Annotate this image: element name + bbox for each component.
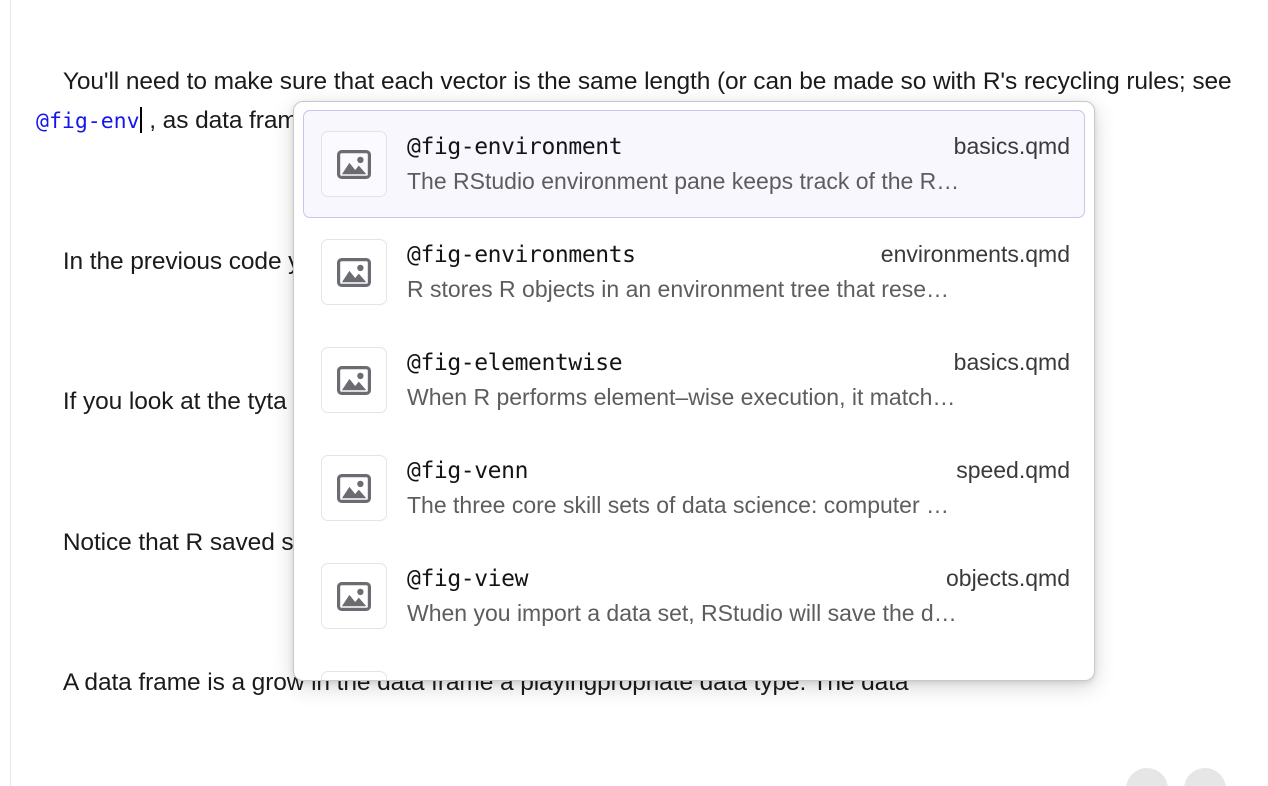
xref-item-description: When R performs element–wise execution, … — [407, 384, 956, 410]
cross-reference-token[interactable]: @fig-env — [36, 109, 140, 134]
xref-item-description: The RStudio environment pane keeps track… — [407, 168, 960, 194]
xref-item-file: basics.qmd — [953, 349, 1070, 375]
xref-item-description: When you import a data set, RStudio will… — [407, 600, 957, 626]
xref-item-title: @fig-venn — [407, 458, 529, 484]
xref-item-description: The three core skill sets of data scienc… — [407, 492, 950, 518]
image-placeholder-icon — [321, 347, 387, 413]
xref-item-file: environments.qmd — [880, 241, 1070, 267]
xref-item-header: @fig-venn speed.qmd — [407, 457, 1070, 484]
xref-item-header: @fig-elementwise basics.qmd — [407, 349, 1070, 376]
xref-item-header: @fig-environment basics.qmd — [407, 133, 1070, 160]
xref-item-title: @fig-view — [407, 566, 529, 592]
xref-item-header: @fig-view objects.qmd — [407, 565, 1070, 592]
xref-suggestion-item[interactable] — [303, 650, 1085, 680]
xref-item-file: speed.qmd — [956, 457, 1070, 483]
text-run: You'll need to make sure that each vecto… — [62, 67, 1239, 95]
xref-item-title: @fig-environments — [407, 242, 636, 268]
text-run: A data frame is a gr — [62, 669, 274, 696]
floating-action-button-left[interactable] — [1126, 768, 1168, 786]
image-placeholder-icon — [321, 455, 387, 521]
image-placeholder-icon — [321, 671, 387, 680]
xref-suggestion-item[interactable]: @fig-environments environments.qmd R store… — [303, 218, 1085, 326]
xref-item-file: objects.qmd — [945, 565, 1070, 591]
editor-gutter-line — [10, 0, 11, 786]
text-run: If you look at the ty — [62, 388, 267, 415]
xref-item-description: R stores R objects in an environment tre… — [407, 276, 950, 302]
xref-item-title: @fig-elementwise — [407, 350, 623, 376]
image-placeholder-icon — [321, 239, 387, 305]
xref-item-file: basics.qmd — [953, 133, 1070, 159]
floating-action-button-right[interactable] — [1184, 768, 1226, 786]
image-placeholder-icon — [321, 563, 387, 629]
xref-item-body: @fig-environments environments.qmd R store… — [407, 241, 1070, 303]
image-placeholder-icon — [321, 131, 387, 197]
text-caret — [139, 107, 142, 133]
xref-item-header: @fig-environments environments.qmd — [407, 241, 1070, 268]
xref-item-title: @fig-environment — [407, 134, 623, 160]
paragraph-6[interactable]: You could create this data frame with da… — [36, 763, 1232, 786]
